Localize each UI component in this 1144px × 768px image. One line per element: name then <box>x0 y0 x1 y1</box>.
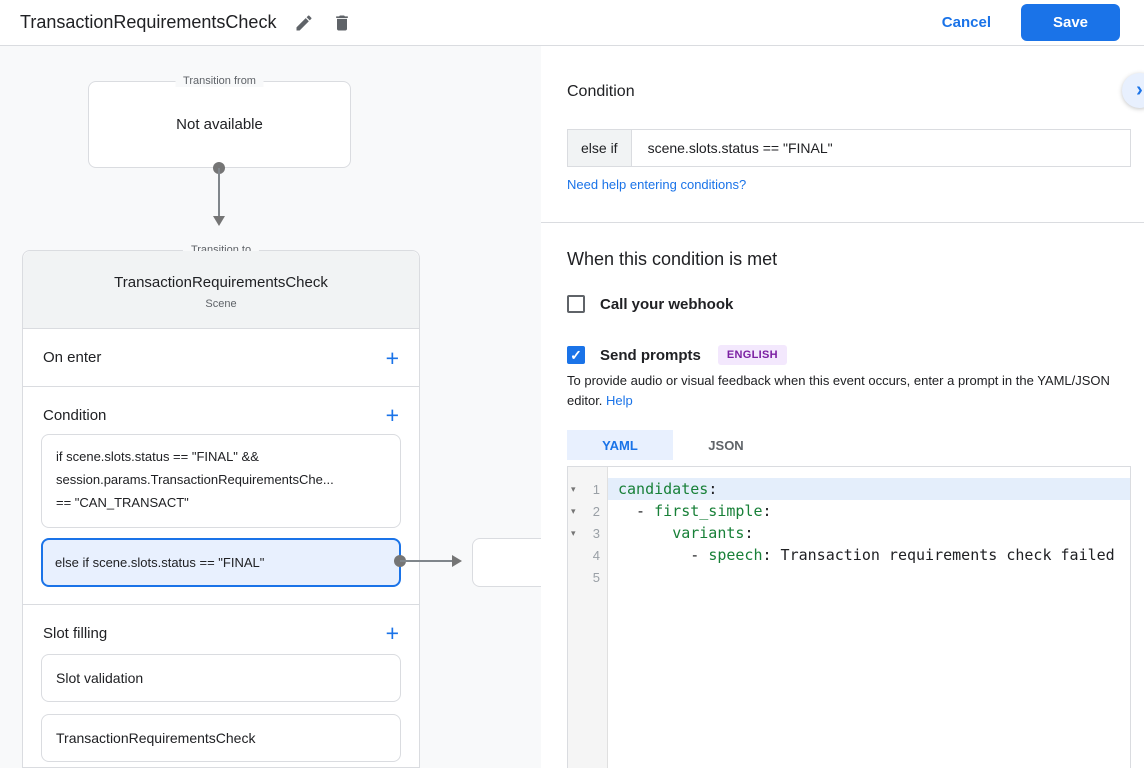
page-title: TransactionRequirementsCheck <box>20 12 277 32</box>
send-prompts-checkbox[interactable]: ✓ <box>567 346 585 364</box>
gutter-row: 4 <box>568 544 607 566</box>
topbar: TransactionRequirementsCheck Cancel Save <box>0 0 1144 46</box>
add-condition-button[interactable]: + <box>385 402 399 428</box>
scene-subtitle: Scene <box>205 298 237 310</box>
code-line-5 <box>608 566 1130 588</box>
on-enter-label: On enter <box>43 349 102 366</box>
scene-card-header[interactable]: TransactionRequirementsCheck Scene <box>23 251 419 329</box>
cancel-button[interactable]: Cancel <box>941 14 991 31</box>
code-line-1: candidates: <box>608 478 1130 500</box>
save-button[interactable]: Save <box>1021 4 1120 41</box>
code-line-2: - first_simple: <box>618 502 772 520</box>
gutter-row: ▾ 1 <box>568 478 607 500</box>
help-link[interactable]: Help <box>606 393 633 408</box>
transition-target-node[interactable] <box>472 538 552 587</box>
line-number: 2 <box>592 503 600 519</box>
arrow-down-icon <box>213 216 225 226</box>
condition-line: session.params.TransactionRequirementsCh… <box>56 472 334 487</box>
fold-arrow-icon[interactable]: ▾ <box>571 527 576 538</box>
condition-section: Condition + <box>23 399 419 431</box>
collapse-panel-button[interactable]: › <box>1122 73 1144 108</box>
panel-divider <box>541 222 1144 223</box>
slot-filling-label: Slot filling <box>43 624 108 642</box>
yaml-code-editor[interactable]: ▾ 1 ▾ 2 ▾ 3 4 5 <box>567 466 1131 768</box>
elseif-prefix-label: else if <box>567 129 631 167</box>
slot-item-transaction-check[interactable]: TransactionRequirementsCheck <box>41 714 401 762</box>
tab-yaml[interactable]: YAML <box>567 430 673 460</box>
connector-line-vertical <box>218 168 220 216</box>
conditions-help-link[interactable]: Need help entering conditions? <box>567 177 747 192</box>
gutter-row: 5 <box>568 566 607 588</box>
code-line-3: variants: <box>672 524 754 542</box>
panel-heading: Condition <box>567 83 635 100</box>
prompts-description: To provide audio or visual feedback when… <box>567 371 1133 411</box>
on-enter-section: On enter + <box>23 329 419 387</box>
call-webhook-checkbox[interactable] <box>567 295 585 313</box>
send-prompts-label: Send prompts <box>600 346 701 364</box>
condition-expression-input[interactable] <box>630 129 1131 167</box>
scene-title: TransactionRequirementsCheck <box>114 274 328 291</box>
editor-code-area[interactable]: candidates: - first_simple: variants: - … <box>608 467 1130 768</box>
add-on-enter-button[interactable]: + <box>385 344 399 371</box>
gutter-row: ▾ 3 <box>568 522 607 544</box>
condition-line: == "CAN_TRANSACT" <box>56 495 189 510</box>
line-number: 5 <box>592 569 600 585</box>
transition-to-card[interactable]: Transition to TransactionRequirementsChe… <box>22 244 420 768</box>
slot-item-label: Slot validation <box>56 670 144 686</box>
condition-section-label: Condition <box>43 406 107 424</box>
call-webhook-label: Call your webhook <box>600 295 734 313</box>
fold-arrow-icon[interactable]: ▾ <box>571 505 576 516</box>
delete-trash-icon[interactable] <box>332 13 352 33</box>
condition-expression-row: else if <box>567 129 1131 167</box>
webhook-row: Call your webhook <box>567 295 733 313</box>
transition-from-label: Transition from <box>175 75 264 87</box>
condition-line: if scene.slots.status == "FINAL" && <box>56 449 259 464</box>
line-number: 3 <box>592 525 600 541</box>
connector-line-horizontal <box>400 560 452 562</box>
tab-json[interactable]: JSON <box>708 437 744 453</box>
slot-item-validation[interactable]: Slot validation <box>41 654 401 702</box>
description-text: To provide audio or visual feedback when… <box>567 373 1110 408</box>
send-prompts-row: ✓ Send prompts ENGLISH <box>567 345 787 365</box>
line-number: 1 <box>592 481 600 497</box>
condition-panel: Condition › else if Need help entering c… <box>541 46 1144 768</box>
editor-gutter: ▾ 1 ▾ 2 ▾ 3 4 5 <box>568 467 608 768</box>
add-slot-button[interactable]: + <box>385 620 399 646</box>
when-condition-met-heading: When this condition is met <box>567 249 778 269</box>
condition-item-elseif-selected[interactable]: else if scene.slots.status == "FINAL" <box>41 538 401 587</box>
editor-tabs: YAML JSON <box>567 430 779 460</box>
section-divider <box>23 604 419 605</box>
line-number: 4 <box>592 547 600 563</box>
condition-elseif-text: else if scene.slots.status == "FINAL" <box>55 555 265 570</box>
transition-from-content: Not available <box>176 116 263 133</box>
slot-item-label: TransactionRequirementsCheck <box>56 730 256 746</box>
condition-item-if[interactable]: if scene.slots.status == "FINAL" && sess… <box>41 434 401 528</box>
language-badge: ENGLISH <box>717 345 787 365</box>
chevron-right-icon: › <box>1136 79 1143 101</box>
fold-arrow-icon[interactable]: ▾ <box>571 483 576 494</box>
gutter-row: ▾ 2 <box>568 500 607 522</box>
code-line-4: - speech: Transaction requirements check… <box>618 546 1115 564</box>
flow-canvas: Transition from Not available Transition… <box>0 46 552 768</box>
edit-pencil-icon[interactable] <box>294 13 314 33</box>
check-icon: ✓ <box>570 347 582 363</box>
transition-from-node[interactable]: Transition from Not available <box>88 75 351 168</box>
arrow-right-icon <box>452 555 462 567</box>
slot-filling-section: Slot filling + <box>23 617 419 649</box>
